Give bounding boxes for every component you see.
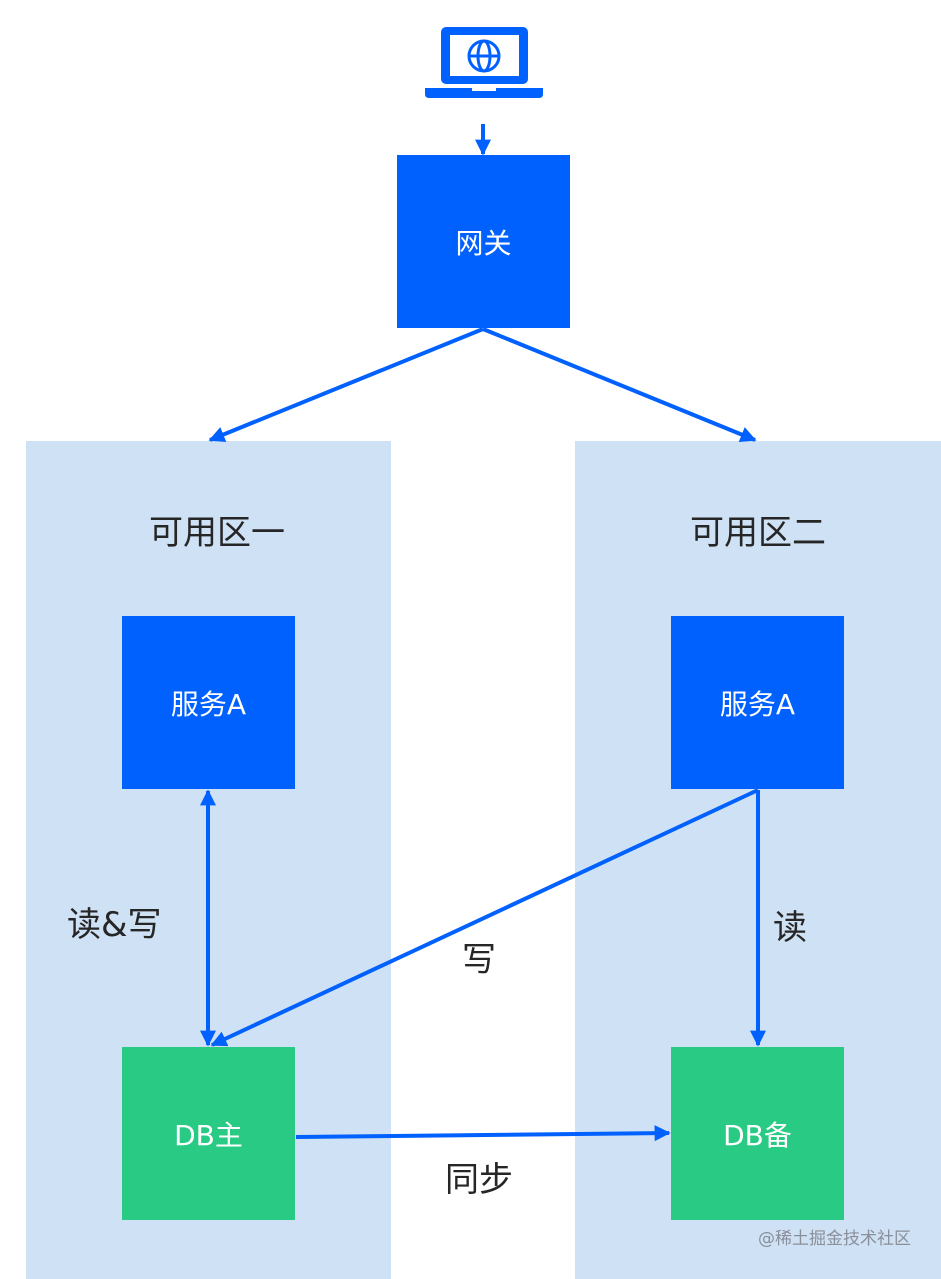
write-label: 写	[462, 940, 496, 980]
watermark: @稀土掘金技术社区	[758, 1229, 911, 1249]
primary-db-label: DB主	[174, 1118, 243, 1152]
cross-zone-write-arrow	[210, 788, 759, 1047]
gateway-to-zone-two-arrow	[482, 327, 757, 442]
read-label: 读	[773, 908, 807, 948]
zone-one-title: 可用区一	[149, 513, 285, 553]
gateway-to-zone-one-arrow	[208, 327, 484, 442]
zone-one-service-node: 服务A	[122, 616, 295, 789]
standby-db-label: DB备	[723, 1118, 792, 1152]
primary-db-node: DB主	[122, 1047, 295, 1220]
read-write-label: 读&写	[67, 905, 162, 945]
gateway-node: 网关	[397, 155, 570, 328]
gateway-label: 网关	[455, 226, 512, 260]
zone-two-service-node: 服务A	[671, 616, 844, 789]
laptop-globe-icon	[425, 27, 543, 98]
db-sync-arrow	[295, 1125, 671, 1142]
standby-db-node: DB备	[671, 1047, 844, 1220]
zone-one-service-label: 服务A	[170, 687, 247, 721]
zone-two-title: 可用区二	[690, 513, 826, 553]
sync-label: 同步	[445, 1160, 513, 1200]
zone-two-service-label: 服务A	[719, 687, 796, 721]
